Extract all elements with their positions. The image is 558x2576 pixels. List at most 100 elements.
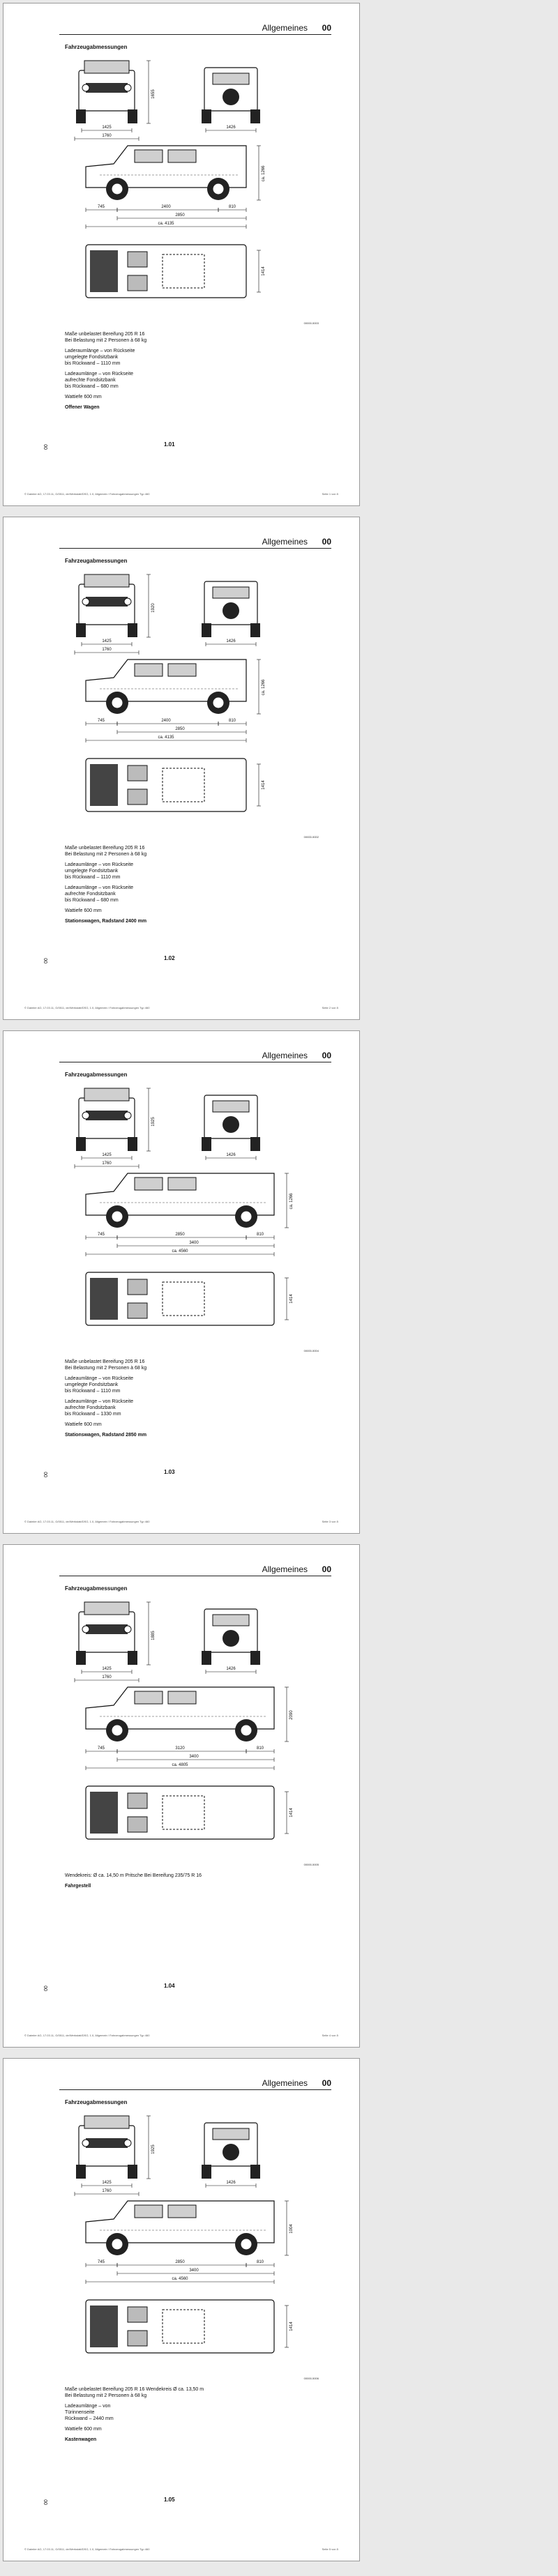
footer-copyright: © Daimler AG, 17.03.11, G/0511, de/Werks…: [24, 1520, 150, 1523]
dim-interior-height: 1004: [289, 2224, 294, 2234]
top-view: [85, 244, 247, 298]
note-4: Wattiefe 600 mm: [65, 395, 102, 399]
footer-copyright: © Daimler AG, 17.03.11, G/0511, de/Werks…: [24, 2034, 150, 2037]
dim-cargo-length: 3400: [189, 1241, 199, 1245]
note-1: Wendekreis: Ø ca. 14,50 m Pritsche Bei B…: [65, 1873, 202, 1878]
dim-rear-track: 1426: [226, 639, 236, 643]
top-view: [85, 1272, 275, 1326]
dim-overall-width: 1760: [102, 1161, 112, 1166]
dim-cargo-width: 1414: [262, 266, 266, 276]
header-section: Allgemeines: [262, 1051, 308, 1060]
footer-page-count: Seite 1 von 5: [322, 492, 338, 496]
dim-wheelbase: 3120: [175, 1746, 185, 1751]
dim-cargo-width: 1414: [262, 780, 266, 790]
variant-caption: Offener Wagen: [65, 405, 100, 410]
dim-overall-width: 1760: [102, 1675, 112, 1679]
header-section: Allgemeines: [262, 23, 308, 33]
page-header: Allgemeines 00: [59, 23, 331, 35]
dim-front-track: 1425: [102, 1667, 112, 1671]
rear-view: [202, 581, 260, 637]
page-number: 1.03: [164, 1469, 175, 1475]
side-marker: 00: [44, 1472, 49, 1477]
dim-overall-length: ca. 4805: [172, 1763, 188, 1767]
page-number: 1.04: [164, 1983, 175, 1989]
variant-caption: Stationswagen, Radstand 2400 mm: [65, 919, 147, 924]
side-marker: 00: [44, 2499, 49, 2505]
note-4: Wattiefe 600 mm: [65, 908, 102, 913]
dim-overall-height: 1885: [151, 1631, 156, 1640]
dim-interior-height: ca. 1266: [262, 679, 266, 696]
dim-overall-width: 1760: [102, 2189, 112, 2193]
dim-wheelbase: 2850: [175, 1233, 185, 1237]
dim-rear-overhang: 810: [257, 2260, 264, 2264]
dim-interior-height: 2090: [289, 1710, 294, 1720]
dim-front-track: 1425: [102, 2181, 112, 2185]
dim-wheelbase: 2400: [161, 205, 171, 209]
dim-overall-width: 1760: [102, 134, 112, 138]
figure-stamp: 00000-5004: [303, 1349, 319, 1352]
header-number: 00: [322, 2078, 331, 2088]
dim-overall-length: ca. 4560: [172, 1249, 188, 1253]
header-number: 00: [322, 1564, 331, 1574]
footer-copyright: © Daimler AG, 17.03.11, G/0511, de/Werks…: [24, 1006, 150, 1009]
dim-front-track: 1425: [102, 125, 112, 130]
dim-front-overhang: 745: [98, 2260, 105, 2264]
figure-stamp: 00000-5006: [303, 2377, 319, 2380]
page-footer: © Daimler AG, 17.03.11, G/0511, de/Werks…: [24, 492, 338, 496]
top-view: [85, 758, 247, 812]
dim-rear-overhang: 810: [229, 205, 236, 209]
dim-front-overhang: 745: [98, 719, 105, 723]
dimension-notes: Wendekreis: Ø ca. 14,50 m Pritsche Bei B…: [65, 1873, 288, 1893]
page-title: Fahrzeugabmessungen: [65, 1072, 128, 1078]
header-section: Allgemeines: [262, 537, 308, 547]
variant-caption: Fahrgestell: [65, 1884, 91, 1889]
rear-view: [202, 67, 260, 123]
header-number: 00: [322, 23, 331, 33]
figure-stamp: 00000-5003: [303, 321, 319, 325]
dim-overall-height: 1925: [151, 2144, 156, 2154]
page-title: Fahrzeugabmessungen: [65, 2099, 128, 2105]
front-view: [76, 1601, 137, 1665]
dim-cargo-length: 3400: [189, 1755, 199, 1759]
dim-overall-length: ca. 4560: [172, 2277, 188, 2281]
dim-cargo-width: 1414: [289, 2322, 294, 2331]
dim-overall-width: 1760: [102, 648, 112, 652]
top-view: [85, 1785, 275, 1840]
front-view: [76, 1088, 137, 1151]
side-view: [85, 145, 247, 200]
footer-page-count: Seite 5 von 5: [322, 2547, 338, 2551]
note-3: Wattiefe 600 mm: [65, 2427, 102, 2432]
header-section: Allgemeines: [262, 2078, 308, 2088]
dim-rear-track: 1426: [226, 1667, 236, 1671]
note-1: Maße unbelastet Bereifung 205 R 16 Wende…: [65, 2387, 204, 2398]
dim-overall-length: ca. 4135: [158, 736, 174, 740]
page-number: 1.01: [164, 441, 175, 448]
side-marker: 00: [44, 1986, 49, 1991]
footer-page-count: Seite 2 von 5: [322, 1006, 338, 1009]
dim-front-overhang: 745: [98, 205, 105, 209]
dim-wheelbase: 2850: [175, 2260, 185, 2264]
front-view: [76, 574, 137, 637]
page-number: 1.02: [164, 955, 175, 961]
dim-front-overhang: 745: [98, 1746, 105, 1751]
page-header: Allgemeines 00: [59, 537, 331, 549]
front-view: [76, 60, 137, 123]
footer-page-count: Seite 3 von 5: [322, 1520, 338, 1523]
document-page-5: Allgemeines 00 Fahrzeugabmessungen 1425 1…: [3, 2058, 360, 2561]
dim-rear-track: 1426: [226, 2181, 236, 2185]
dim-rear-track: 1426: [226, 1153, 236, 1157]
